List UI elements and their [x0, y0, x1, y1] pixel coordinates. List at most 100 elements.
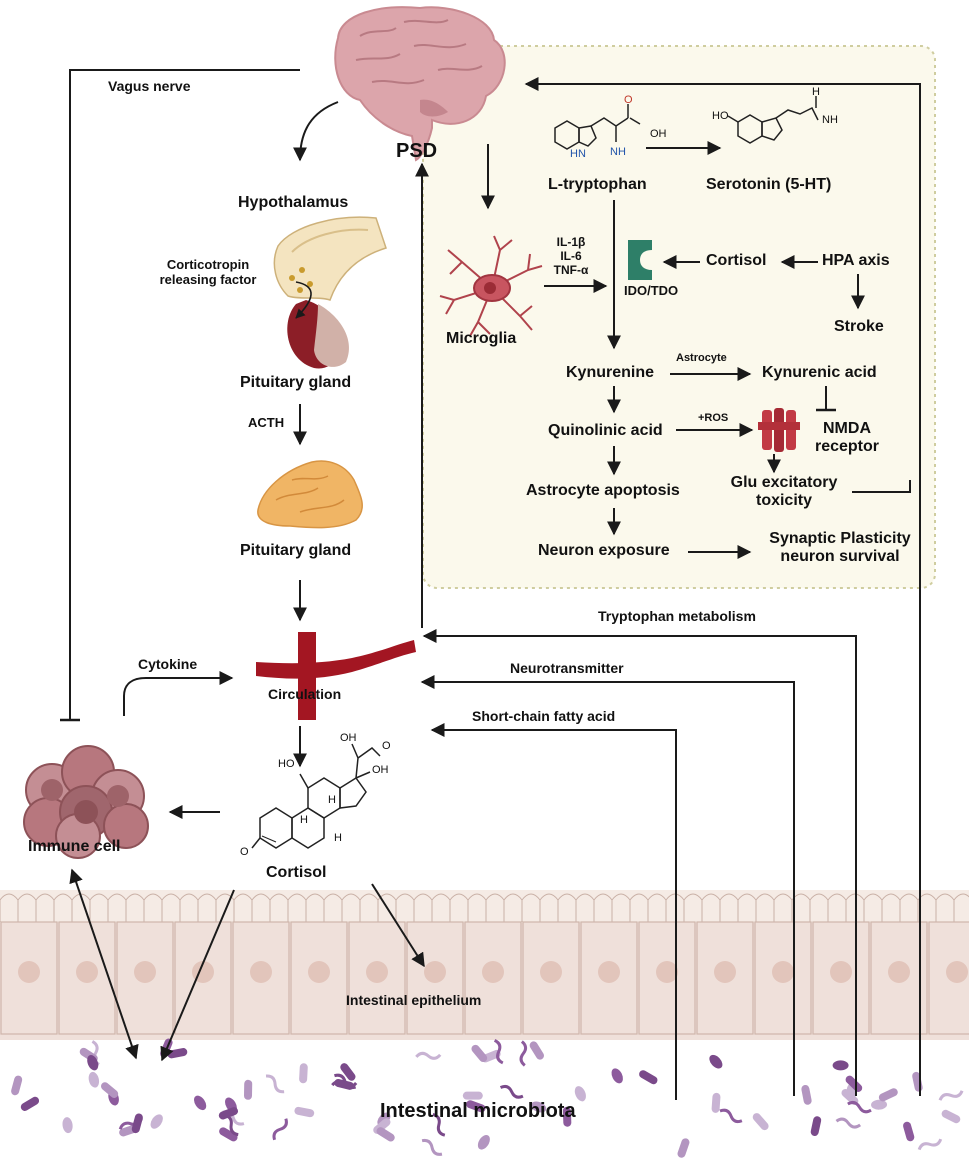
microbe: [432, 1112, 446, 1137]
microglia-cell: [439, 235, 543, 337]
microbe: [611, 1068, 623, 1084]
label-ido-tdo: IDO/TDO: [624, 283, 679, 298]
hypothalamus-pituitary-illustration: [273, 216, 387, 369]
label-serotonin: Serotonin (5-HT): [706, 176, 832, 193]
microbe: [218, 1107, 239, 1120]
sero-ho-label: HO: [712, 110, 729, 122]
label-glu-excitatory-toxicity: Glu excitatory toxicity: [722, 474, 846, 511]
microbe: [294, 1106, 315, 1118]
label-neurotransmitter: Neurotransmitter: [510, 660, 624, 676]
microbe: [272, 1118, 288, 1141]
arrow-brain-to-hypothalamus: [293, 101, 339, 162]
cortisol-structure: [251, 743, 381, 849]
epithelium-villus: [953, 893, 969, 922]
label-cytokine-list: IL-1β IL-6 TNF-α: [548, 235, 594, 277]
epithelial-cell-nucleus: [598, 961, 620, 983]
microbe: [421, 1138, 443, 1156]
line-to-brain: [524, 77, 921, 1096]
epithelial-cell-nucleus: [946, 961, 968, 983]
epithelial-cell: [0, 921, 58, 1035]
cort-o-right-label: O: [382, 740, 391, 752]
microbe: [477, 1134, 490, 1150]
cort-oh-top-label: OH: [340, 732, 357, 744]
cort-o-ketone-label: O: [240, 846, 249, 858]
label-kynurenine: Kynurenine: [566, 364, 655, 381]
microbe: [847, 1100, 872, 1114]
brain-illustration: [334, 6, 506, 162]
line-glu-to-feedback: [852, 480, 911, 493]
label-pituitary-gland-2: Pituitary gland: [240, 542, 352, 559]
microbe: [801, 1084, 812, 1105]
label-quinolinic-acid: Quinolinic acid: [548, 422, 663, 439]
microbe: [835, 1117, 862, 1129]
microbe: [11, 1075, 23, 1096]
epithelial-cell: [522, 921, 580, 1035]
label-hypothalamus: Hypothalamus: [238, 194, 349, 211]
microbe: [903, 1121, 915, 1142]
microbe: [466, 1100, 486, 1113]
microbe: [101, 1082, 119, 1098]
tryptophan-structure: [554, 104, 641, 150]
epithelial-cell: [638, 921, 696, 1035]
microbe: [752, 1113, 769, 1131]
trp-oh-label: OH: [650, 128, 667, 140]
epithelial-cell-nucleus: [482, 961, 504, 983]
epithelial-cell-nucleus: [308, 961, 330, 983]
microbe: [519, 1040, 528, 1067]
microbe: [917, 1138, 943, 1151]
label-short-chain-fatty-acid: Short-chain fatty acid: [472, 708, 616, 724]
label-astrocyte-apoptosis: Astrocyte apoptosis: [526, 482, 680, 499]
microbe: [574, 1086, 586, 1102]
label-psd: PSD: [396, 140, 438, 162]
microbe: [562, 1106, 572, 1127]
sero-h-label: H: [812, 86, 820, 98]
microbe: [941, 1109, 961, 1124]
epithelial-cell-nucleus: [18, 961, 40, 983]
label-vagus-nerve: Vagus nerve: [108, 78, 191, 94]
arrow-cytokine: [123, 671, 234, 716]
line-neurotransmitter: [420, 675, 795, 1096]
microbe: [499, 1085, 524, 1099]
label-il1b: IL-1β: [556, 235, 586, 249]
serotonin-structure: [727, 96, 819, 144]
microbe: [871, 1099, 888, 1110]
label-ros: +ROS: [698, 412, 729, 424]
microbe: [150, 1114, 163, 1129]
line-to-circulation: [422, 629, 857, 1096]
label-synaptic-plasticity: Synaptic Plasticity neuron survival: [756, 530, 924, 567]
microbe: [244, 1079, 253, 1100]
microbe: [376, 1127, 395, 1142]
epithelial-cell: [696, 921, 754, 1035]
epithelial-cell-nucleus: [888, 961, 910, 983]
microbe: [845, 1075, 863, 1092]
blood-vessel-illustration: [256, 632, 416, 720]
epithelial-cell-nucleus: [714, 961, 736, 983]
epithelial-cell: [174, 921, 232, 1035]
nmda-receptor-icon: [758, 408, 800, 452]
trp-nh2-label: NH: [610, 146, 626, 158]
intestinal-epithelium-band: [0, 890, 969, 1040]
microbe: [219, 1127, 238, 1142]
epithelial-cell: [232, 921, 290, 1035]
label-stroke: Stroke: [834, 318, 884, 335]
cort-ho-left-label: HO: [278, 758, 295, 770]
label-acth: ACTH: [248, 415, 285, 430]
arrow-crf: [295, 281, 312, 319]
intestinal-microbiota-band: [0, 1038, 969, 1160]
label-nmda-line1: NMDA: [823, 420, 871, 437]
label-il6: IL-6: [560, 248, 582, 263]
microbe: [331, 1080, 358, 1089]
epithelial-cell: [406, 921, 464, 1035]
epithelial-cell: [580, 921, 638, 1035]
sero-nh3-label: NH: [822, 114, 838, 126]
label-panel-cortisol: Cortisol: [706, 252, 767, 269]
label-crf-line2: releasing factor: [159, 271, 257, 287]
arrow-cortisol-to-epithelium: [371, 883, 425, 968]
epithelial-cell: [870, 921, 928, 1035]
epithelial-cell: [812, 921, 870, 1035]
label-kynurenic-acid: Kynurenic acid: [762, 364, 877, 381]
label-synaptic-line2: neuron survival: [780, 548, 900, 566]
arrow-cortisol-to-microbiota: [160, 889, 235, 1062]
